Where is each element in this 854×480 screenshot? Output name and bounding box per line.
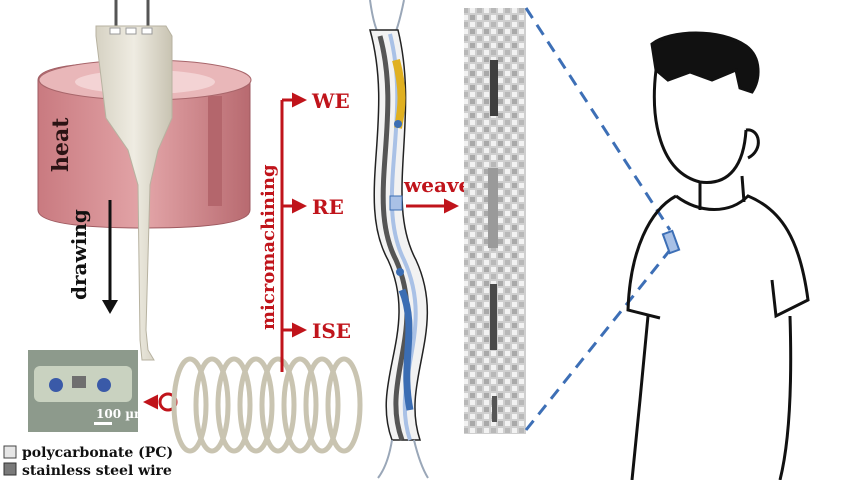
drawing-label: drawing (67, 209, 91, 300)
legend-steel-label: stainless steel wire (22, 463, 172, 479)
fiber-coil-icon (171, 356, 363, 454)
branch-arrows (280, 92, 307, 372)
we-label: WE (311, 89, 350, 113)
ise-label: ISE (312, 319, 351, 343)
micromachining-label: micromachining (258, 164, 279, 330)
sensor-patch (661, 229, 681, 255)
heat-label: heat (48, 117, 74, 172)
legend: polycarbonate (PC) stainless steel wire (3, 445, 173, 479)
preform-icon (95, 0, 173, 361)
zoom-dashed-lines (524, 7, 672, 431)
electrode-fiber (369, 0, 429, 479)
scale-bar-label: 100 µm (96, 407, 147, 421)
legend-pc-label: polycarbonate (PC) (22, 445, 173, 461)
re-label: RE (312, 195, 344, 219)
person-outline-icon (626, 31, 810, 480)
arrow-down-icon (102, 200, 118, 314)
weave-fabric-icon (464, 8, 526, 434)
weave-label: weave (403, 173, 471, 197)
cross-section-micrograph: 100 µm (28, 350, 147, 432)
